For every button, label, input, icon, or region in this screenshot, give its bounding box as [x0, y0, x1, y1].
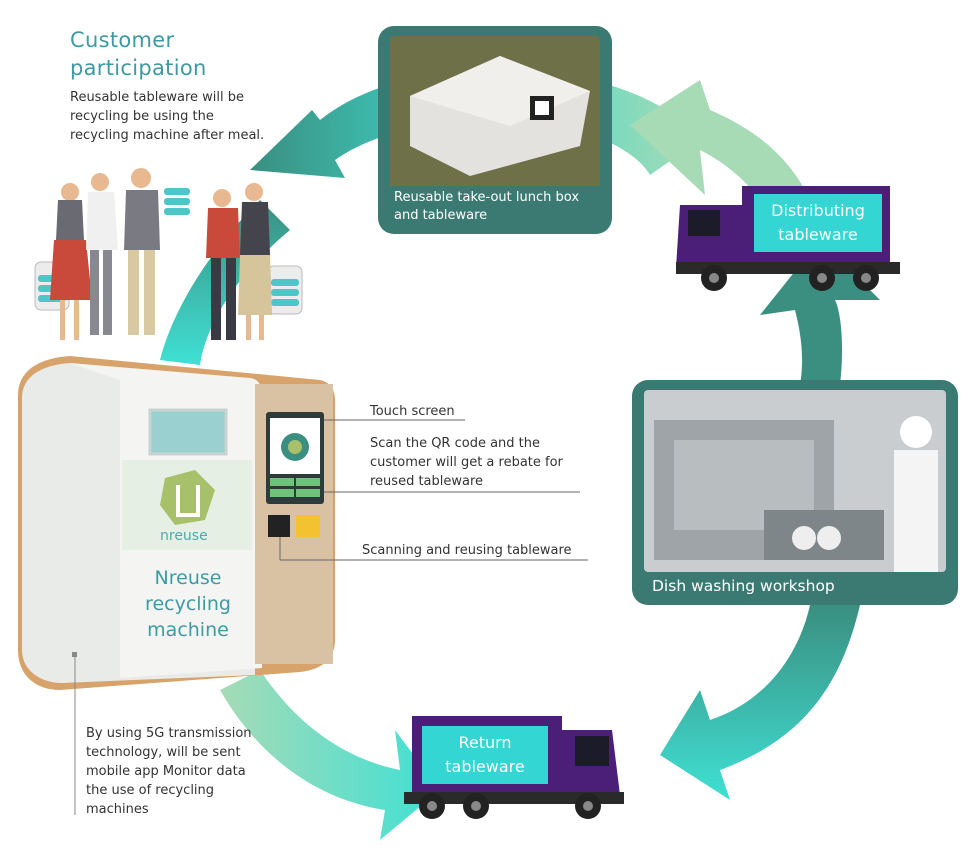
touch-screen-note: Touch screen — [370, 404, 455, 419]
arrow-right-up — [760, 240, 880, 385]
arrow-right-lower — [660, 605, 860, 800]
arrow-bottom-left — [220, 670, 440, 840]
scanning-note: Scanning and reusing tableware — [362, 543, 572, 558]
qr-code-note: Scan the QR code and the customer will g… — [370, 436, 563, 489]
recycling-machine-illustration — [18, 356, 588, 815]
lunch-box-photo — [390, 36, 600, 206]
dish-washing-card: Dish washing workshop — [632, 380, 958, 605]
dish-washing-caption: Dish washing workshop — [652, 577, 835, 595]
lunch-box-caption: Reusable take-out lunch box and tablewar… — [394, 190, 580, 223]
dish-washing-photo — [644, 390, 946, 572]
return-tableware-label: Return tableware — [422, 726, 548, 784]
lunch-box-card: Reusable take-out lunch box and tablewar… — [378, 26, 612, 234]
machine-name: Nreuse recycling machine — [145, 567, 231, 641]
nreuse-logo: nreuse — [160, 528, 208, 544]
customers-illustration — [34, 168, 303, 340]
customer-participation-title: Customer participation — [70, 28, 207, 80]
customer-participation-description: Reusable tableware will be recycling be … — [70, 90, 265, 143]
distributing-tableware-label: Distributing tableware — [754, 194, 882, 252]
transmission-note: By using 5G transmission technology, wil… — [86, 726, 252, 817]
arrow-to-distribution — [630, 80, 810, 215]
